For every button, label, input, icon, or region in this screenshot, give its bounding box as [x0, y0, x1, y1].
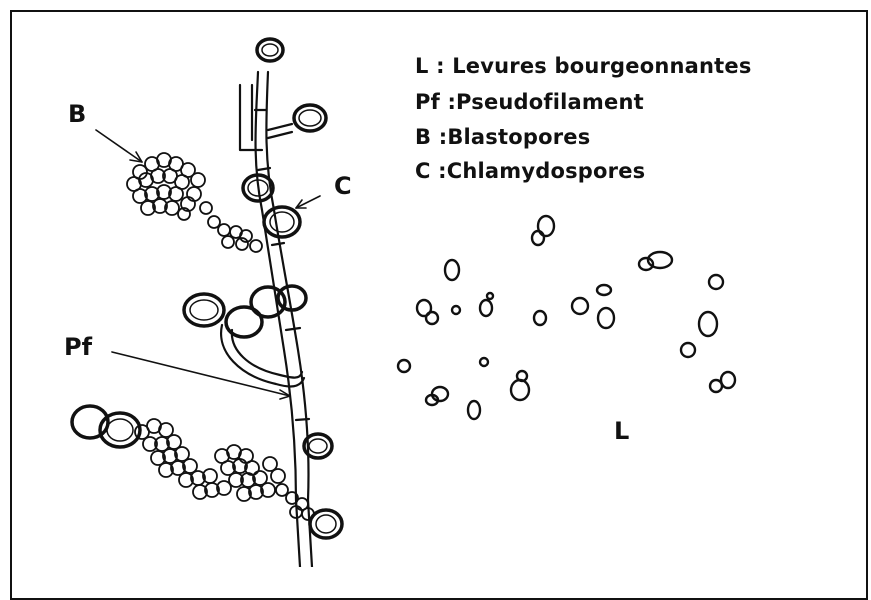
legend-c: C :Chlamydospores: [415, 159, 645, 183]
callout-l: L: [614, 417, 629, 445]
blastospore-cluster-lower: [135, 419, 314, 520]
callout-arrow-pf: [112, 352, 290, 399]
blastospore-cluster-upper: [127, 153, 262, 252]
chlamydospores: [72, 39, 342, 538]
callout-pf: Pf: [64, 333, 92, 361]
callout-c: C: [334, 172, 352, 200]
callout-arrow-b: [96, 130, 142, 162]
legend-b: B :Blastopores: [415, 125, 590, 149]
legend-l: L : Levures bourgeonnantes: [415, 54, 752, 78]
candida-morphology-diagram: [0, 0, 871, 567]
callout-arrow-c: [296, 196, 320, 208]
callout-b: B: [68, 100, 86, 128]
budding-yeasts: [398, 216, 735, 419]
legend-pf: Pf :Pseudofilament: [415, 90, 644, 114]
